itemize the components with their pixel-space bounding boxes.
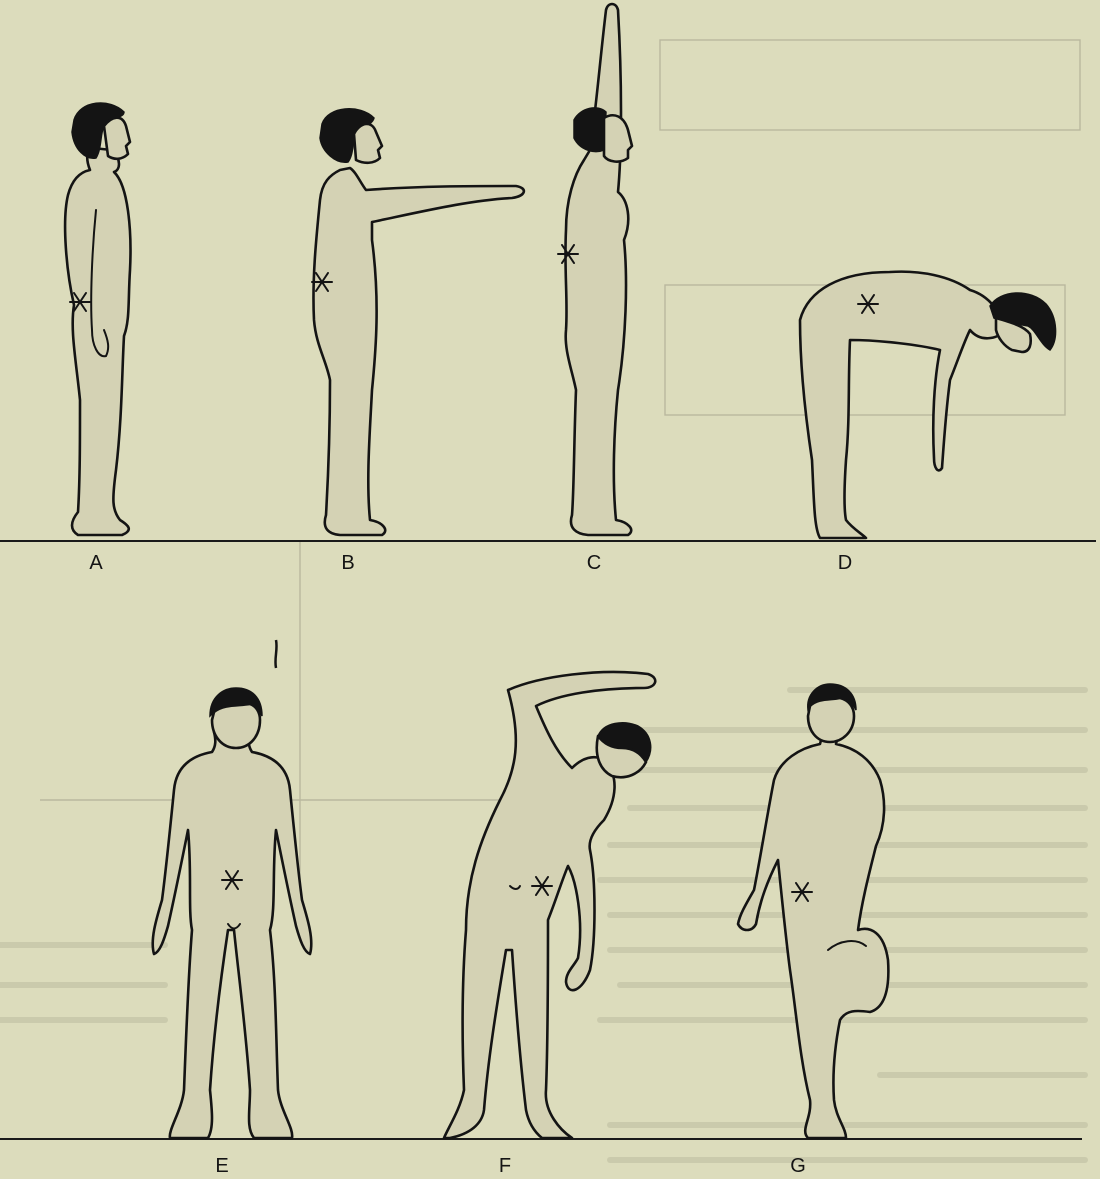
figure-b-arm-forward	[313, 109, 523, 535]
figure-a-standing-side	[65, 103, 130, 535]
panel-label-c: C	[587, 552, 601, 574]
panel-label-e: E	[215, 1155, 228, 1177]
panel-label-g: G	[790, 1155, 806, 1177]
figure-c-arms-overhead	[565, 4, 632, 535]
figure-f-side-bend	[444, 672, 655, 1138]
panel-label-d: D	[838, 552, 852, 574]
figure-g-knee-raised	[738, 684, 888, 1138]
panel-label-b: B	[341, 552, 354, 574]
ink-speck	[275, 640, 276, 668]
figure-e-standing-front	[153, 688, 312, 1138]
panel-label-a: A	[89, 552, 103, 574]
figure-d-forward-bend	[800, 272, 1056, 538]
panel-label-f: F	[499, 1155, 511, 1177]
